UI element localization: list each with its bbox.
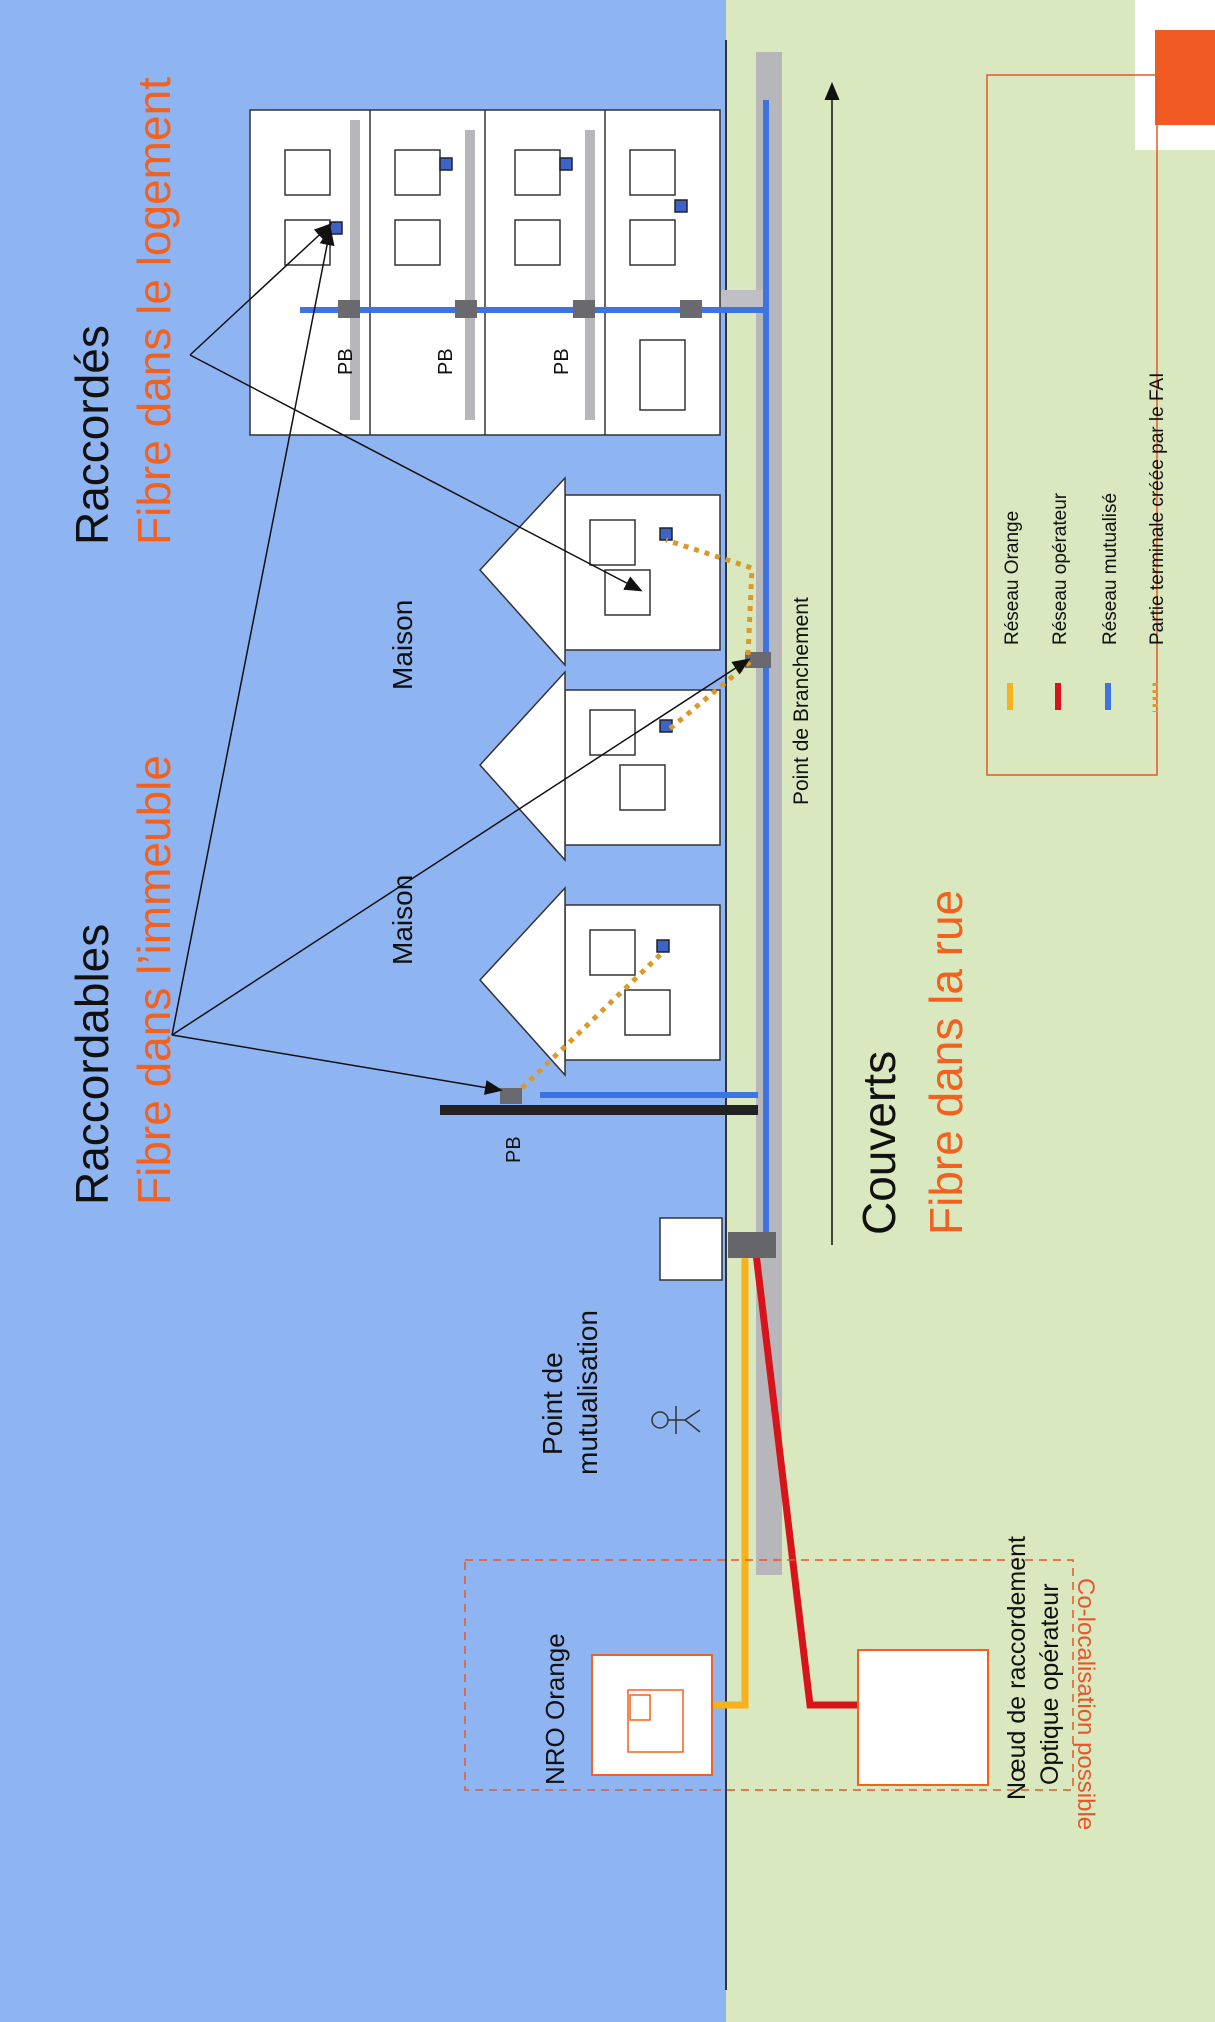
house-1: [478, 886, 721, 1077]
floor-pb-box: [455, 300, 477, 318]
floor-pb-box: [680, 300, 702, 318]
legend-label-mutualise: Réseau mutualisé: [1100, 493, 1121, 645]
outlet: [559, 157, 573, 171]
legend-label-orange: Réseau Orange: [1002, 511, 1023, 645]
label-pb-floor-1: PB: [335, 348, 357, 375]
label-maison-2: Maison: [387, 600, 418, 690]
legend-box: [986, 74, 1158, 776]
colocalisation-zone: [464, 1559, 1074, 1791]
person-icon: [651, 1406, 701, 1434]
title-fibre-logement: Fibre dans le logement: [128, 77, 180, 545]
pole-pb-box: [500, 1088, 522, 1104]
mutualisation-connector: [728, 1232, 776, 1258]
floor-pb-box: [573, 300, 595, 318]
mutualisation-cabinet: [659, 1217, 723, 1281]
nro-inner-rack: [627, 1689, 684, 1753]
outlet: [329, 221, 343, 235]
label-maison-1: Maison: [387, 875, 418, 965]
pointer-arrows: [171, 222, 751, 1095]
outlet: [674, 199, 688, 213]
house-2: [478, 670, 721, 862]
label-point-mutualisation-1: Point de: [537, 1352, 568, 1455]
operator-node-box: [857, 1649, 989, 1786]
operator-network-line: [751, 1244, 865, 1709]
title-fibre-immeuble: Fibre dans l’immeuble: [128, 755, 180, 1205]
legend-label-operateur: Réseau opérateur: [1050, 492, 1071, 645]
label-noeud-1: Nœud de raccordement: [1003, 1536, 1031, 1800]
label-point-branchement: Point de Branchement: [790, 597, 813, 805]
label-point-mutualisation-2: mutualisation: [572, 1310, 603, 1475]
house-3: [478, 476, 721, 667]
title-raccordables: Raccordables: [66, 924, 118, 1205]
label-pb-floor-2: PB: [435, 348, 457, 375]
nro-orange-box: [591, 1654, 713, 1776]
label-pb-pole: PB: [503, 1136, 525, 1163]
title-raccordes: Raccordés: [66, 325, 118, 545]
label-noeud-2: Optique opérateur: [1036, 1583, 1064, 1785]
apartment-building: [249, 109, 721, 436]
legend-swatches: [1007, 683, 1158, 712]
title-fibre-rue: Fibre dans la rue: [920, 890, 972, 1235]
orange-logo: [1155, 30, 1215, 125]
utility-pole: [440, 1105, 758, 1115]
title-couverts: Couverts: [853, 1051, 905, 1235]
nro-port: [629, 1694, 651, 1721]
label-colocalisation: Co-localisation possible: [1072, 1578, 1099, 1830]
outlet: [439, 157, 453, 171]
label-pb-floor-3: PB: [551, 348, 573, 375]
legend-label-terminal: Partie terminale créée par le FAI: [1147, 373, 1168, 645]
floor-pb-box: [338, 300, 360, 318]
label-nro-orange: NRO Orange: [540, 1633, 570, 1785]
